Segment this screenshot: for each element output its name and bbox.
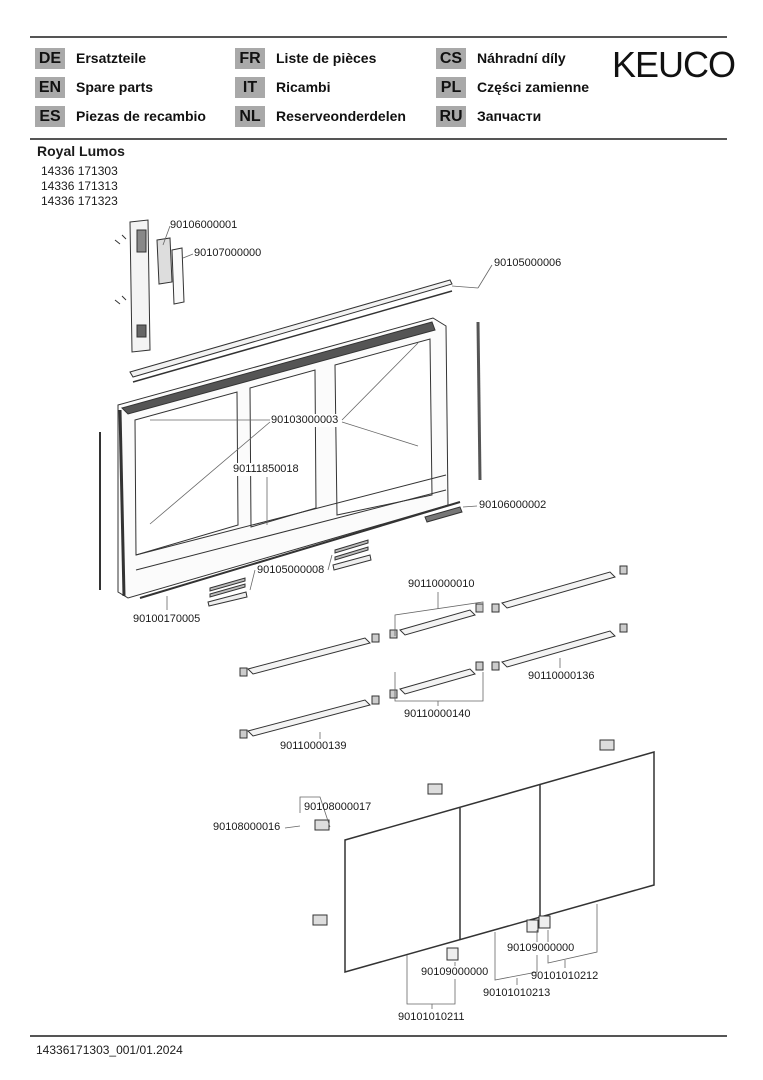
lang-code-pl: PL xyxy=(436,77,466,98)
handles xyxy=(446,915,551,961)
lang-code-nl: NL xyxy=(235,106,265,127)
part-number-label: 90107000000 xyxy=(194,247,262,259)
document-number: 14336171303_001/01.2024 xyxy=(36,1043,183,1057)
lang-label-de: Ersatzteile xyxy=(76,50,147,66)
led-module xyxy=(424,506,463,523)
part-number-label: 90109000000 xyxy=(421,966,489,979)
part-number-label: 90106000002 xyxy=(479,499,547,511)
part-number-label: 90110000140 xyxy=(404,708,471,720)
part-number-label: 90109000000 xyxy=(507,942,575,955)
lang-code-it: IT xyxy=(235,77,265,98)
lang-label-cs: Náhradní díly xyxy=(477,50,566,66)
lang-label-es: Piezas de recambio xyxy=(76,108,206,124)
top-rail xyxy=(129,279,453,378)
top-rule xyxy=(30,36,727,38)
part-number-label: 90105000008 xyxy=(257,564,325,577)
lang-label-en: Spare parts xyxy=(76,79,154,95)
lang-label-ru: Запчасти xyxy=(477,108,542,124)
lang-label-nl: Reserveonderdelen xyxy=(276,108,406,124)
header-rule xyxy=(30,138,727,140)
lang-code-ru: RU xyxy=(436,106,466,127)
part-number-label: 90110000010 xyxy=(408,578,475,590)
part-number-label: 90108000016 xyxy=(213,821,281,833)
part-number-label: 90108000017 xyxy=(304,801,372,813)
part-number-label: 90110000139 xyxy=(280,740,347,752)
mirror-doors xyxy=(344,751,655,973)
article-number: 14336 171323 xyxy=(41,194,118,208)
cabinet-body xyxy=(99,317,482,599)
clip-set xyxy=(207,539,372,607)
part-number-label: 90106000001 xyxy=(170,219,238,231)
part-number-label: 90100170005 xyxy=(133,613,201,625)
control-panel-part xyxy=(114,219,185,353)
glass-shelves xyxy=(247,571,616,737)
lang-code-de: DE xyxy=(35,48,65,69)
part-number-label: 90111850018 xyxy=(233,463,299,476)
lang-label-pl: Części zamienne xyxy=(477,79,590,95)
article-number: 14336 171303 xyxy=(41,164,118,178)
lang-label-it: Ricambi xyxy=(276,79,331,95)
shelf-supports xyxy=(239,565,628,739)
hinges xyxy=(312,739,615,926)
footer-rule xyxy=(30,1035,727,1037)
part-number-label: 90101010212 xyxy=(531,970,599,982)
article-number: 14336 171313 xyxy=(41,179,118,193)
product-name: Royal Lumos xyxy=(37,143,125,159)
lang-code-cs: CS xyxy=(436,48,466,69)
lang-code-es: ES xyxy=(35,106,65,127)
part-number-label: 90103000003 xyxy=(271,414,339,427)
part-number-label: 90105000006 xyxy=(494,257,562,269)
lang-label-fr: Liste de pièces xyxy=(276,50,377,66)
keuco-logo: KEUCO xyxy=(612,44,736,85)
part-number-label: 90101010213 xyxy=(483,987,551,999)
part-number-label: 90110000136 xyxy=(528,670,595,682)
lang-code-fr: FR xyxy=(235,48,265,69)
leader-lines xyxy=(149,225,598,1009)
lang-code-en: EN xyxy=(35,77,65,98)
part-number-label: 90101010211 xyxy=(398,1011,465,1023)
